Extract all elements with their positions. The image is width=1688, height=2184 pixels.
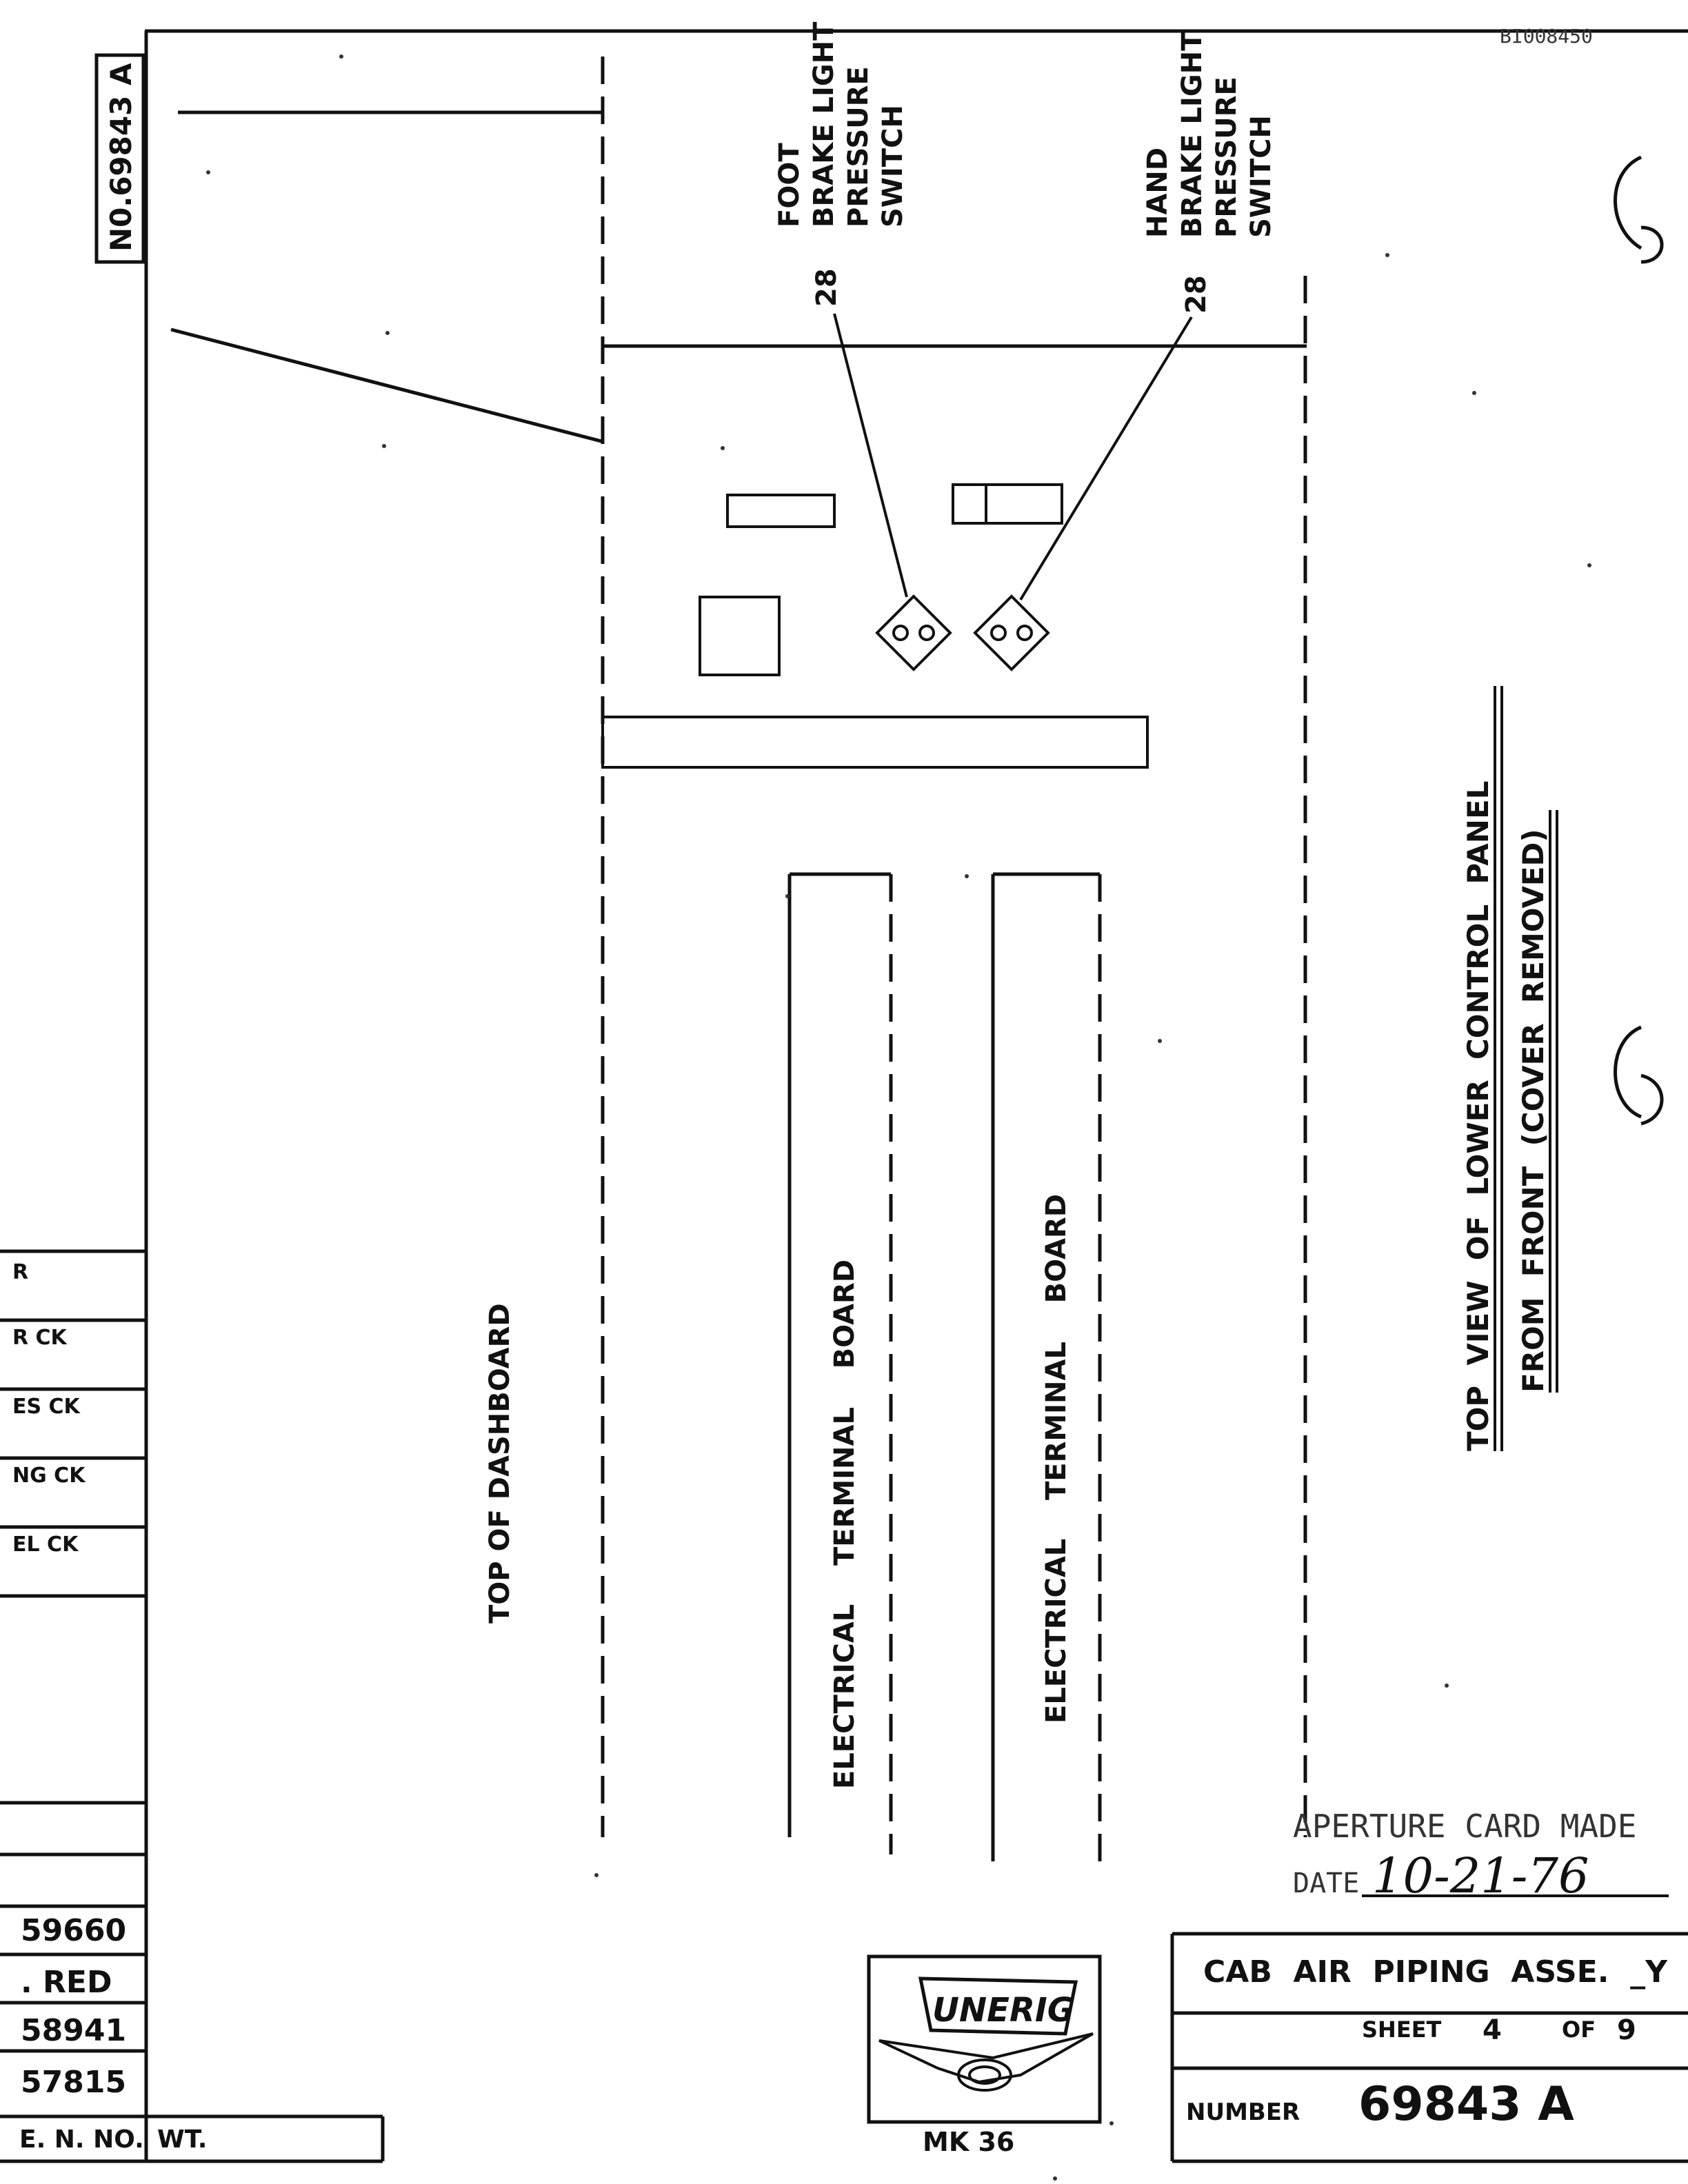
svg-text:E. N. NO.: E. N. NO. [19, 2125, 144, 2154]
svg-text:BRAKE LIGHT: BRAKE LIGHT [808, 21, 840, 228]
sheet-label: SHEET [1362, 2016, 1442, 2043]
svg-text:59660: 59660 [21, 1913, 126, 1948]
svg-text:TOP VIEW OF LOWER CONTROL: TOP VIEW OF LOWER CONTROL PANEL [1461, 781, 1495, 1451]
logo-caption: MK 36 [923, 2127, 1014, 2157]
hand-callout-leader [1019, 316, 1193, 601]
svg-text:EL CK: EL CK [12, 1533, 79, 1557]
title-block: CAB AIR PIPING ASSE. _Y SHEET 4 OF 9 NUM… [1170, 1932, 1688, 2163]
svg-text:APERTURE CARD MADE: APERTURE CARD MADE [1293, 1808, 1637, 1845]
margin-mark-upper [1614, 155, 1664, 264]
svg-text:57815: 57815 [21, 2065, 126, 2100]
hand-callout-number: 28 [1180, 275, 1212, 314]
svg-text:FOOT: FOOT [774, 143, 805, 228]
svg-text:R: R [12, 1260, 28, 1284]
svg-text:. RED: . RED [21, 1965, 112, 2000]
title-block-title: CAB AIR PIPING ASSE. _Y [1203, 1954, 1668, 1990]
svg-text:DATE: DATE [1293, 1868, 1359, 1899]
terminal-board-right-label: ELECTRICAL TERMINAL BOARD [1041, 1194, 1072, 1723]
company-logo: UNERIG MK 36 [867, 1954, 1102, 2157]
svg-text:HAND: HAND [1142, 148, 1174, 238]
hand-brake-switch [973, 594, 1050, 671]
relay-block-right [952, 483, 1063, 525]
foot-callout-number: 28 [811, 268, 843, 307]
terminal-board-right [991, 872, 1102, 1865]
dashboard-label: TOP OF DASHBOARD [484, 1303, 516, 1624]
terminal-board-left [787, 872, 893, 1854]
foot-callout-leader [833, 313, 908, 598]
svg-text:BRAKE LIGHT: BRAKE LIGHT [1176, 32, 1208, 238]
corner-code: BI008450 [1500, 25, 1593, 48]
drawing-number: 69843 A [1358, 2077, 1574, 2132]
svg-text:SWITCH: SWITCH [1245, 115, 1277, 238]
drawing-number-tab [94, 53, 145, 264]
terminal-board-left-label: ELECTRICAL TERMINAL BOARD [829, 1260, 861, 1789]
dashboard-leader [170, 327, 602, 443]
revision-strip: R R CK ES CK NG CK EL CK 59660 . RED 589… [0, 1249, 385, 2163]
sheet-number: 4 [1483, 2014, 1502, 2046]
svg-text:WT.: WT. [157, 2125, 207, 2154]
sheet-total: 9 [1617, 2014, 1636, 2046]
svg-text:58941: 58941 [21, 2013, 126, 2048]
svg-text:R CK: R CK [12, 1326, 68, 1350]
aperture-stamp: APERTURE CARD MADE DATE 10-21-76 [1293, 1808, 1669, 1904]
relay-block-left [726, 494, 836, 528]
drawing-number-tab-text: N0.69843 A [104, 63, 138, 252]
margin-mark-lower [1614, 1025, 1664, 1126]
svg-text:SWITCH: SWITCH [877, 105, 909, 228]
number-label: NUMBER [1186, 2099, 1300, 2126]
view-title: TOP VIEW OF LOWER CONTROL PANEL FROM FRO… [1461, 686, 1558, 1451]
hand-switch-label: HAND BRAKE LIGHT PRESSURE SWITCH [1142, 32, 1277, 238]
mounting-bar [601, 716, 1149, 769]
of-label: OF [1562, 2016, 1596, 2043]
foot-switch-label: FOOT BRAKE LIGHT PRESSURE SWITCH [774, 21, 909, 228]
logo-text: UNERIG [932, 1991, 1074, 2030]
svg-text:FROM FRONT (COVER REMOVED): FROM FRONT (COVER REMOVED) [1516, 829, 1550, 1393]
junction-box [699, 596, 781, 676]
foot-brake-switch [875, 594, 952, 671]
svg-text:PRESSURE: PRESSURE [843, 66, 874, 228]
scan-speckle [206, 54, 1591, 2181]
svg-text:ES CK: ES CK [12, 1395, 81, 1419]
svg-text:NG CK: NG CK [12, 1464, 86, 1488]
svg-text:PRESSURE: PRESSURE [1211, 77, 1243, 238]
